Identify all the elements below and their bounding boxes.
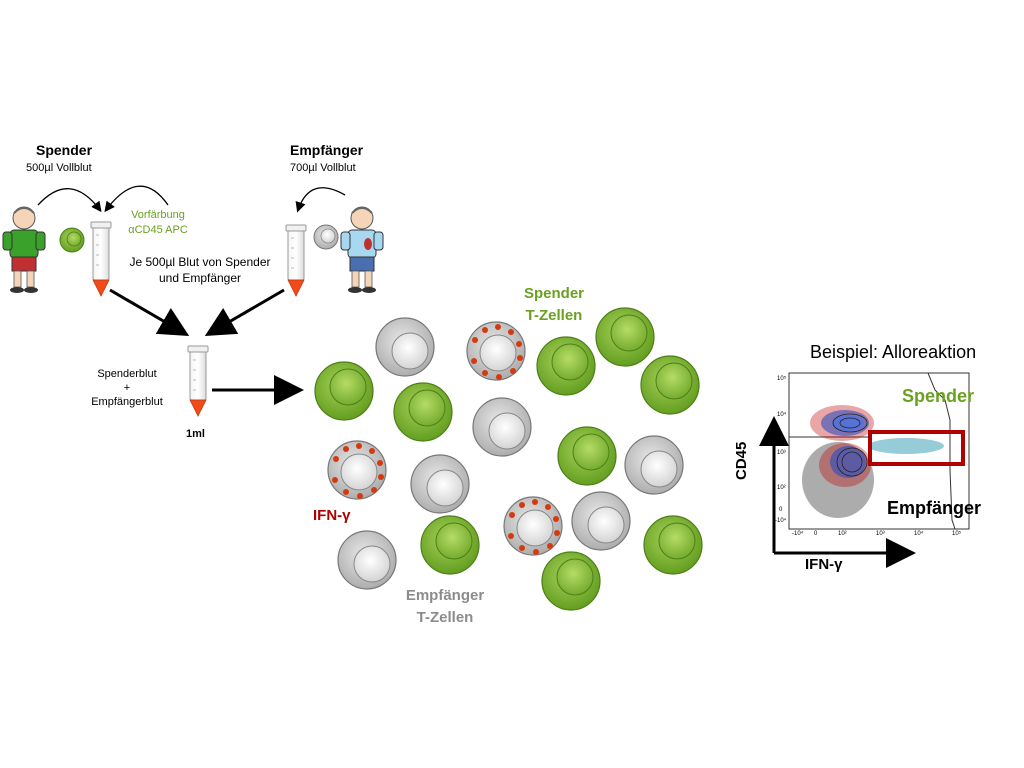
recipient-cell-icon xyxy=(313,224,339,250)
recipient-boy-icon xyxy=(340,206,384,293)
donor-cell-icon xyxy=(59,227,85,253)
recipient-population xyxy=(802,442,874,518)
facs-recipient-label: Empfänger xyxy=(887,498,982,518)
recipient-t-cell xyxy=(337,530,397,590)
mix-note: Je 500µl Blut von Spender und Empfänger xyxy=(110,254,290,286)
donor-t-cell xyxy=(595,307,655,367)
mix-tube-icon xyxy=(187,345,209,417)
mixture-line-1: Spenderblut xyxy=(97,368,157,380)
donor-curve-arrow xyxy=(37,188,102,213)
donor-t-cell xyxy=(314,361,374,421)
recipient-t-cell xyxy=(624,435,684,495)
donor-to-mix-arrow xyxy=(109,288,190,337)
y-tick: 10⁴ xyxy=(777,412,787,418)
mixture-line-2: + xyxy=(123,382,131,394)
prestain-label: Vorfärbung αCD45 APC xyxy=(118,208,198,238)
recipient-curve-arrow xyxy=(295,187,346,213)
x-tick: 10⁵ xyxy=(952,531,962,537)
facs-title: Beispiel: Alloreaktion xyxy=(810,342,977,362)
donor-title: Spender xyxy=(36,142,93,158)
recipient-t-cells-label: Empfänger T-Zellen xyxy=(390,585,500,629)
recipient-t-cell xyxy=(472,397,532,457)
donor-t-cell xyxy=(541,551,601,611)
x-tick: 10⁴ xyxy=(914,531,924,537)
y-tick: 10⁵ xyxy=(777,376,787,382)
ifn-gamma-cell xyxy=(503,496,563,556)
x-tick: -10⁴ xyxy=(792,531,804,537)
donor-t-cell xyxy=(393,382,453,442)
gate-outline xyxy=(927,372,956,530)
prestain-line-2: αCD45 APC xyxy=(128,224,188,236)
donor-t-cell xyxy=(643,515,703,575)
mixture-line-3: Empfängerblut xyxy=(91,396,163,408)
prestain-line-1: Vorfärbung xyxy=(131,209,185,221)
x-tick: 10³ xyxy=(876,531,885,537)
donor-volume: 500µl Vollblut xyxy=(26,162,92,174)
donor-t-cell xyxy=(420,515,480,575)
facs-plot xyxy=(759,372,970,568)
recipient-tube-icon xyxy=(285,224,307,297)
x-tick: 0 xyxy=(814,531,818,537)
mixture-label: Spenderblut + Empfängerblut xyxy=(78,367,176,409)
recipient-volume: 700µl Vollblut xyxy=(290,162,356,174)
donor-t-cells-line-2: T-Zellen xyxy=(525,307,583,324)
mixture-volume: 1ml xyxy=(186,428,205,440)
prestain-curve-arrow xyxy=(104,185,169,213)
recipient-t-cell xyxy=(410,454,470,514)
recipient-t-cell xyxy=(571,491,631,551)
donor-t-cell xyxy=(640,355,700,415)
ifn-gamma-cell xyxy=(327,440,387,500)
recipient-t-cells-line-2: T-Zellen xyxy=(416,609,474,626)
recipient-to-mix-arrow xyxy=(204,288,285,337)
ifn-gamma-cell xyxy=(466,321,526,381)
recipient-t-cells-line-1: Empfänger xyxy=(405,587,485,604)
y-tick: 0 xyxy=(779,507,783,513)
facs-donor-label: Spender xyxy=(902,386,975,406)
facs-y-axis-label: CD45 xyxy=(733,441,750,480)
ifn-gamma-label: IFN-γ xyxy=(313,507,351,524)
y-tick: 10³ xyxy=(777,450,786,456)
ifn-positive-population xyxy=(868,438,944,454)
recipient-title: Empfänger xyxy=(290,142,364,158)
donor-population xyxy=(810,405,874,441)
x-tick: 10² xyxy=(838,531,847,537)
donor-tube-icon xyxy=(90,221,112,297)
donor-t-cell xyxy=(557,426,617,486)
donor-t-cell xyxy=(536,336,596,396)
mix-note-line-1: Je 500µl Blut von Spender xyxy=(129,255,271,269)
ifn-positive-gate xyxy=(868,430,965,466)
facs-x-axis-label: IFN-γ xyxy=(805,556,843,573)
y-tick: -10⁴ xyxy=(775,518,787,524)
y-tick: 10² xyxy=(777,485,786,491)
donor-t-cells-line-1: Spender xyxy=(523,285,584,302)
donor-boy-icon xyxy=(2,206,46,293)
donor-t-cells-label: Spender T-Zellen xyxy=(506,283,602,327)
recipient-t-cell xyxy=(375,317,435,377)
mix-note-line-2: und Empfänger xyxy=(158,271,242,285)
